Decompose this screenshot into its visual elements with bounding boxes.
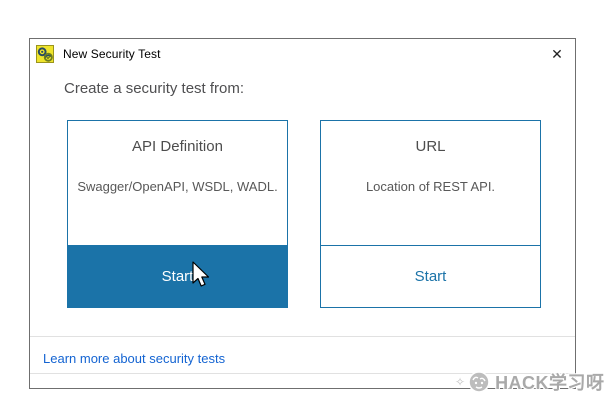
start-button-api-definition[interactable]: Start (68, 245, 287, 307)
start-button-url[interactable]: Start (321, 245, 540, 307)
card-api-definition: API Definition Swagger/OpenAPI, WSDL, WA… (67, 120, 288, 308)
dialog-heading: Create a security test from: (64, 80, 245, 97)
card-subtitle: Location of REST API. (365, 179, 496, 194)
sparkle-icon: ✧ (455, 375, 466, 389)
card-url: URL Location of REST API. Start (320, 120, 541, 308)
close-icon[interactable]: ✕ (551, 45, 563, 62)
watermark: ✧ HACK学习呀 (455, 369, 605, 395)
card-title: URL (415, 138, 446, 155)
window-title: New Security Test (63, 47, 161, 61)
learn-more-link[interactable]: Learn more about security tests (43, 350, 226, 366)
card-subtitle: Swagger/OpenAPI, WSDL, WADL. (77, 179, 278, 194)
watermark-text: HACK学习呀 (495, 373, 605, 393)
card-title: API Definition (132, 138, 223, 155)
security-test-icon (36, 45, 54, 63)
separator-bottom (30, 373, 575, 374)
separator-top (30, 336, 575, 337)
titlebar[interactable]: New Security Test ✕ (30, 39, 575, 69)
watermark-logo-icon (468, 371, 490, 393)
dialog-new-security-test: New Security Test ✕ Create a security te… (29, 38, 576, 389)
